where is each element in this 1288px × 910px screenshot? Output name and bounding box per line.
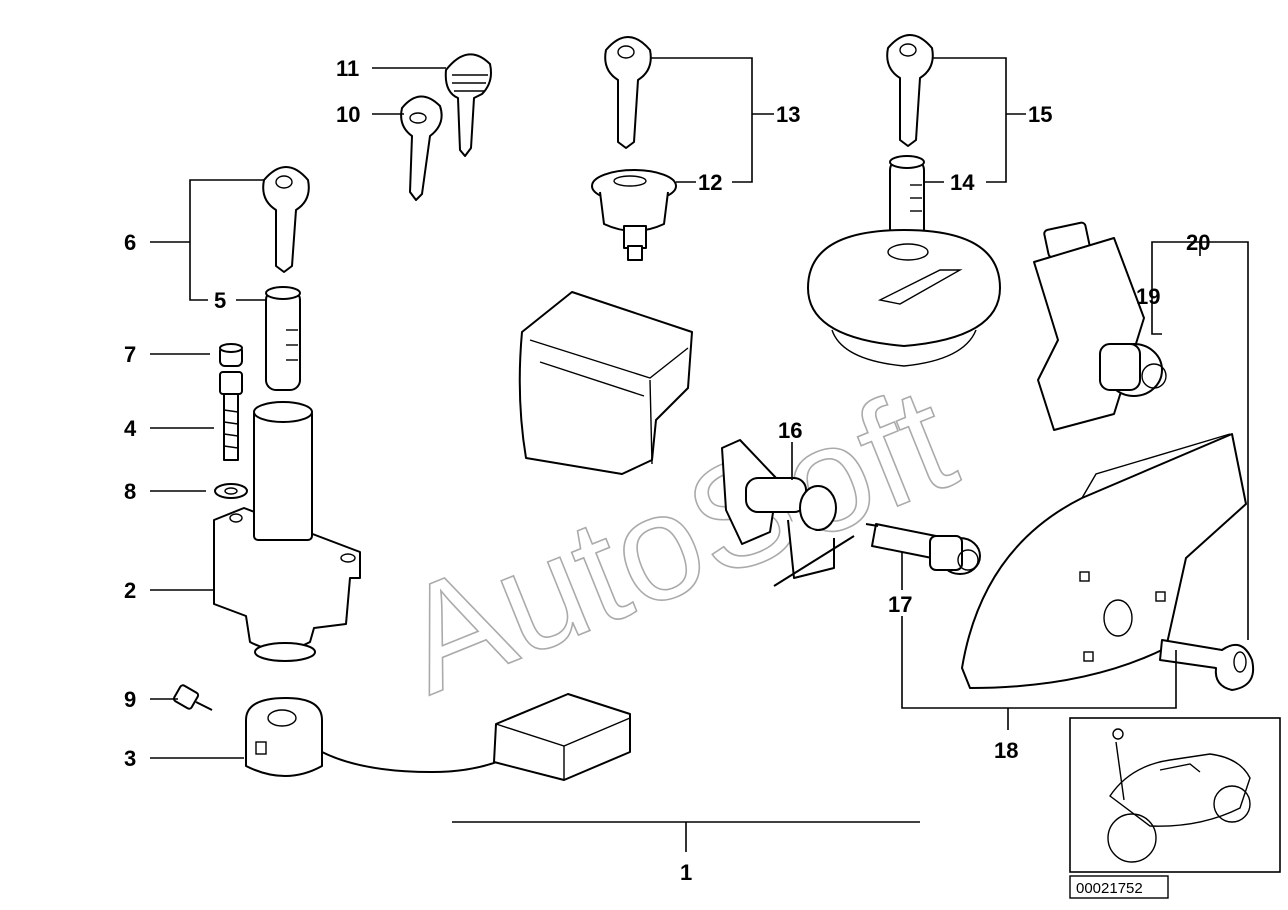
motorcycle-inset	[1069, 717, 1281, 873]
fairing-panel	[961, 433, 1247, 689]
key-10	[400, 95, 443, 201]
lock-cylinder-5	[265, 286, 301, 391]
key-13	[604, 36, 652, 149]
callout-16: 16	[778, 418, 802, 443]
key-6	[262, 166, 310, 273]
callout-14: 14	[950, 170, 975, 195]
ignition-switch-3	[245, 693, 631, 781]
callouts: 11 10 13 12 15 14 6 5 7 4 8 2 9 3 1 16 1…	[124, 56, 1210, 885]
callout-19: 19	[1136, 284, 1160, 309]
leader-lines	[150, 57, 1249, 852]
lock-cylinder-12	[591, 169, 677, 261]
callout-2: 2	[124, 578, 136, 603]
key-fairing	[1159, 639, 1254, 691]
catalog-number: 00021752	[1076, 880, 1143, 897]
lock-16	[721, 439, 855, 587]
callout-9: 9	[124, 687, 136, 712]
callout-7: 7	[124, 342, 136, 367]
fuel-tank-cap	[807, 229, 1001, 367]
storage-box	[518, 291, 693, 475]
callout-17: 17	[888, 592, 912, 617]
lock-assembly-19	[1033, 221, 1167, 431]
callout-3: 3	[124, 746, 136, 771]
lock-cylinder-17	[865, 523, 981, 575]
key-11	[444, 53, 492, 157]
callout-11: 11	[336, 56, 359, 81]
callout-5: 5	[214, 288, 226, 313]
callout-8: 8	[124, 479, 136, 504]
callout-1: 1	[680, 860, 692, 885]
callout-20: 20	[1186, 230, 1210, 255]
callout-18: 18	[994, 738, 1018, 763]
bolt-4	[219, 371, 243, 461]
callout-6: 6	[124, 230, 136, 255]
ignition-lock-housing-2	[213, 401, 361, 662]
key-15	[886, 34, 934, 147]
callout-15: 15	[1028, 102, 1052, 127]
callout-4: 4	[124, 416, 137, 441]
washer-8	[214, 483, 248, 499]
catalog-number-box: 00021752	[1069, 875, 1169, 899]
callout-12: 12	[698, 170, 722, 195]
cap-7	[219, 343, 243, 367]
screw-9	[172, 684, 213, 711]
callout-10: 10	[336, 102, 360, 127]
lock-cylinder-14	[889, 155, 925, 245]
callout-13: 13	[776, 102, 800, 127]
